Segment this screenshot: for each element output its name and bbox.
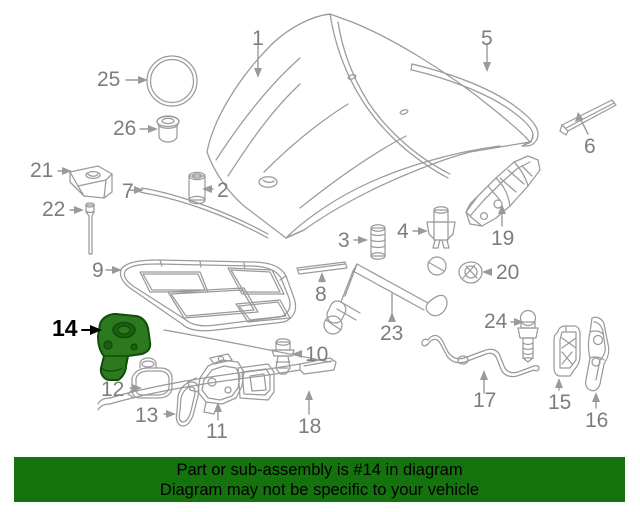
callout-label-25: 25 xyxy=(97,68,121,91)
part-bolt-grommet xyxy=(426,206,456,249)
part-hood-hinge xyxy=(465,155,541,227)
callout-label-17: 17 xyxy=(473,389,497,412)
callout-label-21: 21 xyxy=(30,159,54,182)
callout-label-22: 22 xyxy=(42,198,66,221)
callout-label-5: 5 xyxy=(481,27,493,50)
callout-label-16: 16 xyxy=(585,409,609,432)
part-ball-stud-bolt xyxy=(517,309,539,363)
part-hood-insulation-pad xyxy=(119,259,297,332)
part-trim-molding xyxy=(559,99,617,136)
callout-label-19: 19 xyxy=(491,227,515,250)
part-grommet xyxy=(156,115,180,143)
part-retaining-nut xyxy=(458,261,483,284)
callout-label-14: 14 xyxy=(52,315,78,341)
callout-label-20: 20 xyxy=(496,261,520,284)
part-striker-bracket-left xyxy=(553,325,581,377)
callout-label-8: 8 xyxy=(315,283,327,306)
banner-line-1: Part or sub-assembly is #14 in diagram xyxy=(176,460,463,479)
part-release-rod xyxy=(421,334,540,378)
part-hood-panel xyxy=(206,13,531,239)
callout-label-18: 18 xyxy=(298,415,322,438)
part-ring-seal xyxy=(146,55,198,107)
callout-label-3: 3 xyxy=(338,229,350,252)
callout-label-24: 24 xyxy=(484,310,508,333)
callout-label-1: 1 xyxy=(252,27,264,50)
callout-label-26: 26 xyxy=(113,117,137,140)
banner-line-2: Diagram may not be specific to your vehi… xyxy=(159,480,480,499)
callout-label-11: 11 xyxy=(206,420,228,443)
part-release-handle xyxy=(127,357,173,399)
part-lever-hook xyxy=(175,381,200,427)
part-rubber-bumper-stop xyxy=(370,224,386,260)
callout-label-4: 4 xyxy=(397,220,409,243)
part-thin-strip xyxy=(296,261,348,275)
part-weatherstrip-seal xyxy=(139,187,269,239)
callout-label-9: 9 xyxy=(92,259,104,282)
callout-label-23: 23 xyxy=(380,322,404,345)
part-striker-bracket-right xyxy=(585,316,610,392)
callout-label-15: 15 xyxy=(548,391,572,414)
part-hood-latch-assembly xyxy=(187,353,275,415)
part-corner-bracket xyxy=(69,165,113,199)
callout-label-12: 12 xyxy=(101,378,125,401)
part-push-pin-clip xyxy=(271,338,295,375)
part-release-cable xyxy=(97,329,337,411)
callout-label-10: 10 xyxy=(305,343,329,366)
leader-lines xyxy=(57,43,600,421)
part-hood-hinge-bracket-highlighted xyxy=(97,313,152,381)
part-notice-banner: Part or sub-assembly is #14 in diagram D… xyxy=(14,457,625,502)
part-pin-fastener xyxy=(85,202,95,255)
callout-label-13: 13 xyxy=(135,404,159,427)
part-hood-seal-strip xyxy=(410,63,539,147)
callout-label-6: 6 xyxy=(584,135,596,158)
part-bushing-sleeve xyxy=(188,171,206,205)
callout-label-7: 7 xyxy=(122,180,134,203)
part-gas-strut xyxy=(323,256,448,335)
callout-label-2: 2 xyxy=(217,179,229,202)
